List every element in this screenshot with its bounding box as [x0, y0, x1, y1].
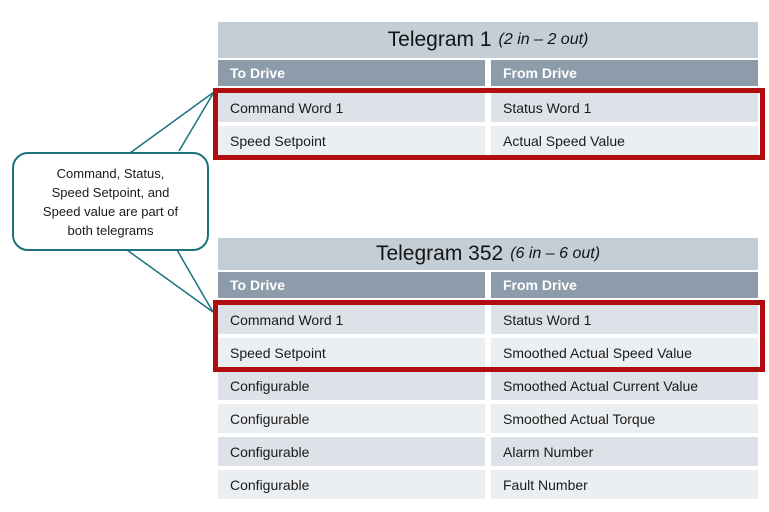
- pointer-line-top-right: [178, 91, 215, 152]
- pointer-line-bottom-left: [126, 249, 214, 313]
- cell-from-drive: Actual Speed Value: [491, 126, 758, 155]
- cell-to-drive: Speed Setpoint: [218, 126, 485, 155]
- cell-from-drive: Fault Number: [491, 470, 758, 499]
- telegram-352-table: Telegram 352 (6 in – 6 out) To Drive Fro…: [218, 238, 758, 503]
- cell-from-drive: Status Word 1: [491, 93, 758, 122]
- pointer-line-top-left: [129, 91, 215, 154]
- column-header-to-drive: To Drive: [218, 272, 485, 298]
- telegram-352-title-bar: Telegram 352 (6 in – 6 out): [218, 238, 758, 270]
- cell-from-drive: Status Word 1: [491, 305, 758, 334]
- table-row: Configurable Smoothed Actual Current Val…: [218, 371, 758, 400]
- table-row: Command Word 1 Status Word 1: [218, 305, 758, 334]
- cell-to-drive: Configurable: [218, 404, 485, 433]
- table-row: Speed Setpoint Actual Speed Value: [218, 126, 758, 155]
- cell-from-drive: Alarm Number: [491, 437, 758, 466]
- cell-to-drive: Configurable: [218, 437, 485, 466]
- telegram-352-subtitle: (6 in – 6 out): [510, 245, 601, 262]
- table-row: Configurable Alarm Number: [218, 437, 758, 466]
- column-header-from-drive: From Drive: [491, 272, 758, 298]
- pointer-line-bottom-right: [176, 249, 214, 313]
- telegram-1-table: Telegram 1 (2 in – 2 out) To Drive From …: [218, 22, 758, 159]
- cell-from-drive: Smoothed Actual Current Value: [491, 371, 758, 400]
- cell-to-drive: Configurable: [218, 371, 485, 400]
- cell-to-drive: Speed Setpoint: [218, 338, 485, 367]
- telegram-1-title-bar: Telegram 1 (2 in – 2 out): [218, 22, 758, 58]
- cell-from-drive: Smoothed Actual Speed Value: [491, 338, 758, 367]
- telegram-352-title: Telegram 352: [375, 242, 504, 265]
- column-header-to-drive: To Drive: [218, 60, 485, 86]
- telegram-1-header-row: To Drive From Drive: [218, 60, 758, 86]
- telegram-352-header-row: To Drive From Drive: [218, 272, 758, 298]
- cell-to-drive: Command Word 1: [218, 305, 485, 334]
- cell-from-drive: Smoothed Actual Torque: [491, 404, 758, 433]
- telegram-1-title: Telegram 1: [387, 28, 492, 51]
- callout-note: Command, Status, Speed Setpoint, and Spe…: [12, 152, 209, 251]
- cell-to-drive: Command Word 1: [218, 93, 485, 122]
- table-row: Configurable Smoothed Actual Torque: [218, 404, 758, 433]
- telegram-1-subtitle: (2 in – 2 out): [498, 31, 589, 48]
- table-row: Configurable Fault Number: [218, 470, 758, 499]
- column-header-from-drive: From Drive: [491, 60, 758, 86]
- cell-to-drive: Configurable: [218, 470, 485, 499]
- table-row: Command Word 1 Status Word 1: [218, 93, 758, 122]
- table-row: Speed Setpoint Smoothed Actual Speed Val…: [218, 338, 758, 367]
